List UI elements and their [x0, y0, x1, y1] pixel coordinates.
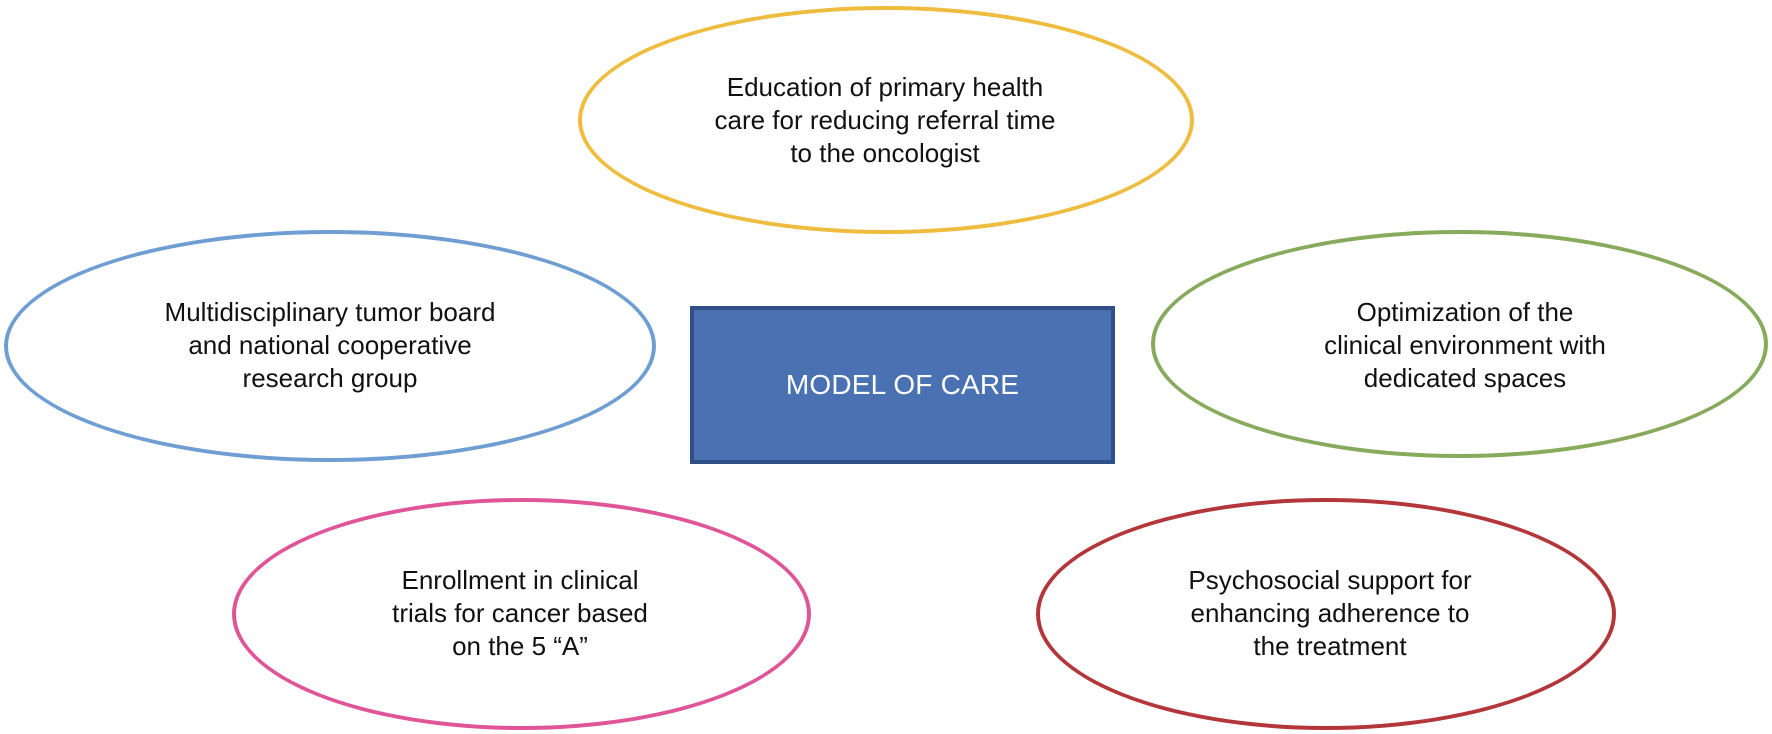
enrollment-ellipse — [232, 498, 811, 730]
optimization-label: Optimization of the clinical environment… — [1324, 296, 1606, 393]
psychosocial-ellipse — [1036, 498, 1616, 730]
model-of-care-label: MODEL OF CARE — [785, 369, 1020, 400]
multidisciplinary-ellipse — [4, 230, 656, 462]
education-label: Education of primary health care for red… — [714, 71, 1056, 168]
psychosocial-label: Psychosocial support for enhancing adher… — [1188, 564, 1472, 661]
enrollment-label: Enrollment in clinical trials for cancer… — [392, 564, 648, 661]
model-of-care-box: MODEL OF CARE — [690, 306, 1115, 464]
optimization-ellipse — [1151, 230, 1768, 458]
multidisciplinary-label: Multidisciplinary tumor board and nation… — [164, 296, 496, 393]
education-ellipse — [578, 6, 1194, 234]
